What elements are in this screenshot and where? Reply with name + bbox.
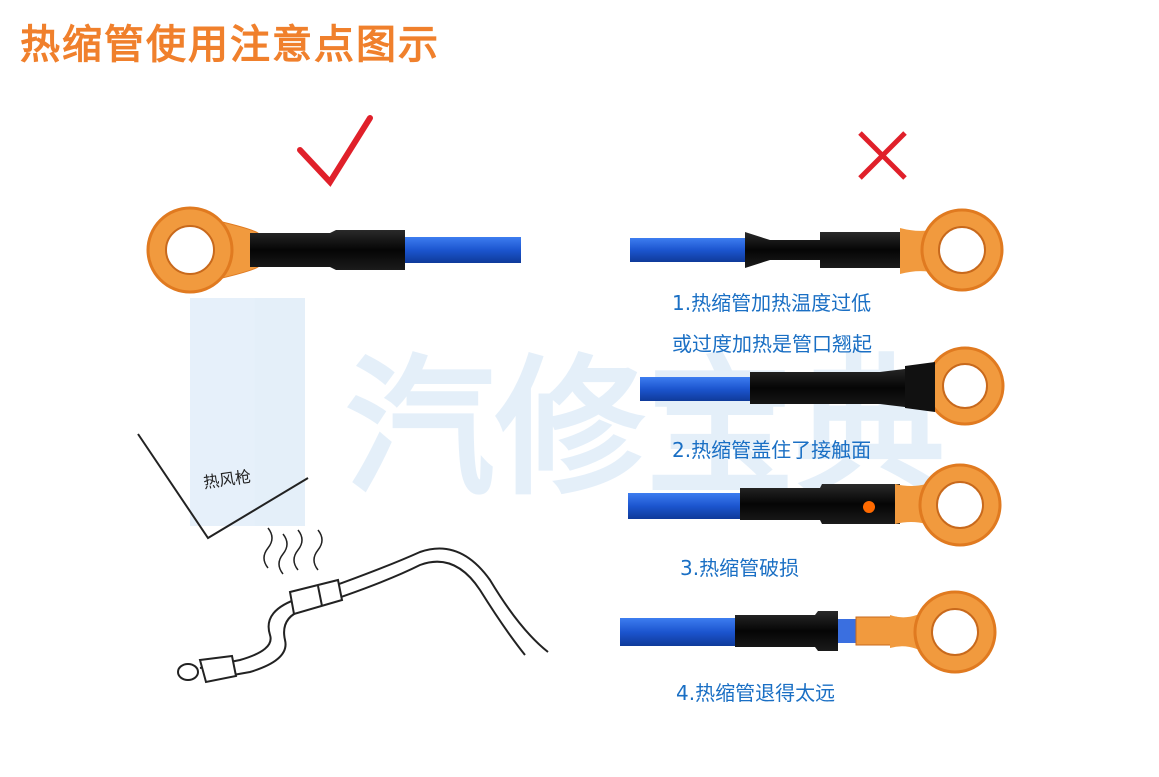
heat-gun-sketch (137, 433, 323, 575)
correct-terminal-assembly (146, 206, 521, 294)
cross-icon (858, 131, 907, 180)
case-2-assembly (640, 346, 1005, 426)
caption-1a: 1.热缩管加热温度过低 (672, 291, 872, 315)
check-icon (297, 115, 373, 187)
wire (395, 237, 521, 263)
case-3-assembly (628, 463, 1002, 547)
caption-2: 2.热缩管盖住了接触面 (672, 438, 872, 462)
heat-shrink-sleeve (250, 230, 405, 270)
caption-1b: 或过度加热是管口翘起 (672, 332, 872, 356)
cable-sketch (177, 547, 549, 684)
damage-spot (863, 501, 875, 513)
caption-3: 3.热缩管破损 (680, 556, 800, 580)
caption-4: 4.热缩管退得太远 (676, 681, 836, 705)
case-4-assembly (620, 590, 997, 674)
case-1-assembly (630, 208, 1004, 292)
page-title: 热缩管使用注意点图示 (20, 22, 440, 68)
